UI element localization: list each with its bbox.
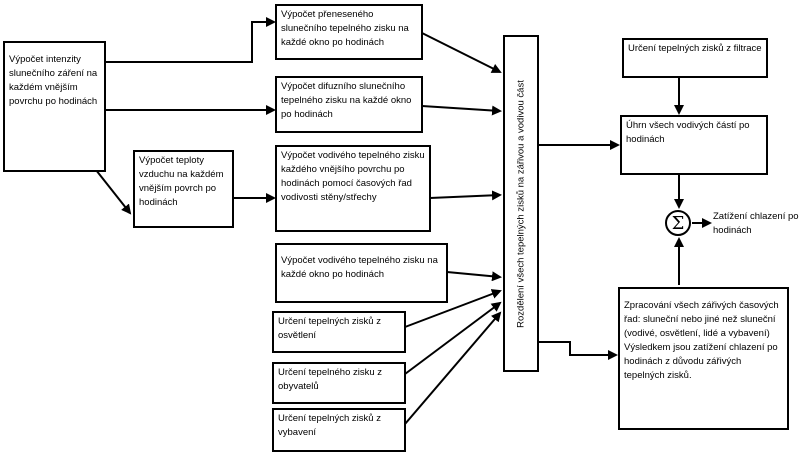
arrow-vybaveni-rozdeleni: [404, 311, 502, 425]
arrow-intenzita-preneseny: [104, 17, 276, 63]
box-vodivy-okno: Výpočet vodivého tepelného zisku na každ…: [275, 243, 448, 303]
box-vodivy-povrch: Výpočet vodivého tepelného zisku každého…: [275, 145, 431, 232]
arrow-preneseny-rozdeleni: [421, 32, 502, 73]
arrow-intenzita-teplota: [95, 169, 132, 215]
arrow-difuzni-rozdeleni: [421, 105, 502, 116]
box-obyvatele: Určení tepelného zisku z obyvatelů: [272, 362, 406, 404]
arrow-obyvatele-rozdeleni: [404, 301, 502, 375]
arrow-vodivy-povrch-rozdeleni: [429, 190, 502, 201]
arrow-rozdeleni-zpracovani: [539, 341, 618, 360]
box-osvetleni: Určení tepelných zisků z osvětlení: [272, 311, 406, 353]
box-intenzita: Výpočet intenzity slunečního záření na k…: [3, 41, 106, 172]
box-zpracovani: Zpracování všech zářivých časových řad: …: [618, 287, 789, 430]
box-filtrace: Určení tepelných zisků z filtrace: [622, 38, 768, 78]
arrow-osvetleni-rozdeleni: [404, 289, 502, 328]
box-difuzni: Výpočet difuzního slunečního tepelného z…: [275, 76, 423, 133]
box-uhrn: Úhrn všech vodivých částí po hodinách: [620, 115, 768, 175]
sum-icon: Σ: [665, 210, 691, 236]
box-preneseny: Výpočet přeneseného slunečního tepelného…: [275, 4, 423, 60]
box-rozdeleni: Rozdělení všech tepelných zisků na zářiv…: [503, 35, 539, 372]
box-teplota: Výpočet teploty vzduchu na každém vnější…: [133, 150, 234, 228]
output-label: Zatížení chlazení po hodinách: [713, 211, 799, 236]
box-vybaveni: Určení tepelných zisků z vybavení: [272, 408, 406, 452]
rozdeleni-label: Rozdělení všech tepelných zisků na zářiv…: [515, 79, 527, 328]
arrow-vodivy-okno-rozdeleni: [446, 271, 502, 282]
